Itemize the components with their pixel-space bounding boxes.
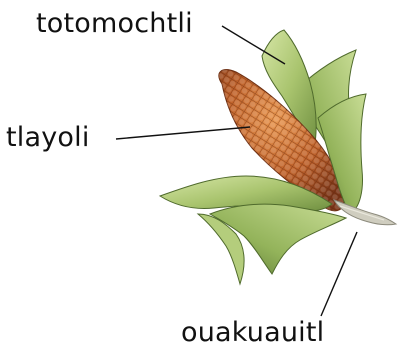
label-ouakuauitl: ouakuauitl	[181, 319, 324, 346]
label-tlayoli: tlayoli	[6, 124, 90, 151]
leader-line-ouakuauitl	[321, 232, 357, 316]
label-totomochtli: totomochtli	[36, 10, 193, 37]
leader-line-tlayoli	[116, 127, 250, 139]
corn-stalk	[334, 200, 396, 225]
